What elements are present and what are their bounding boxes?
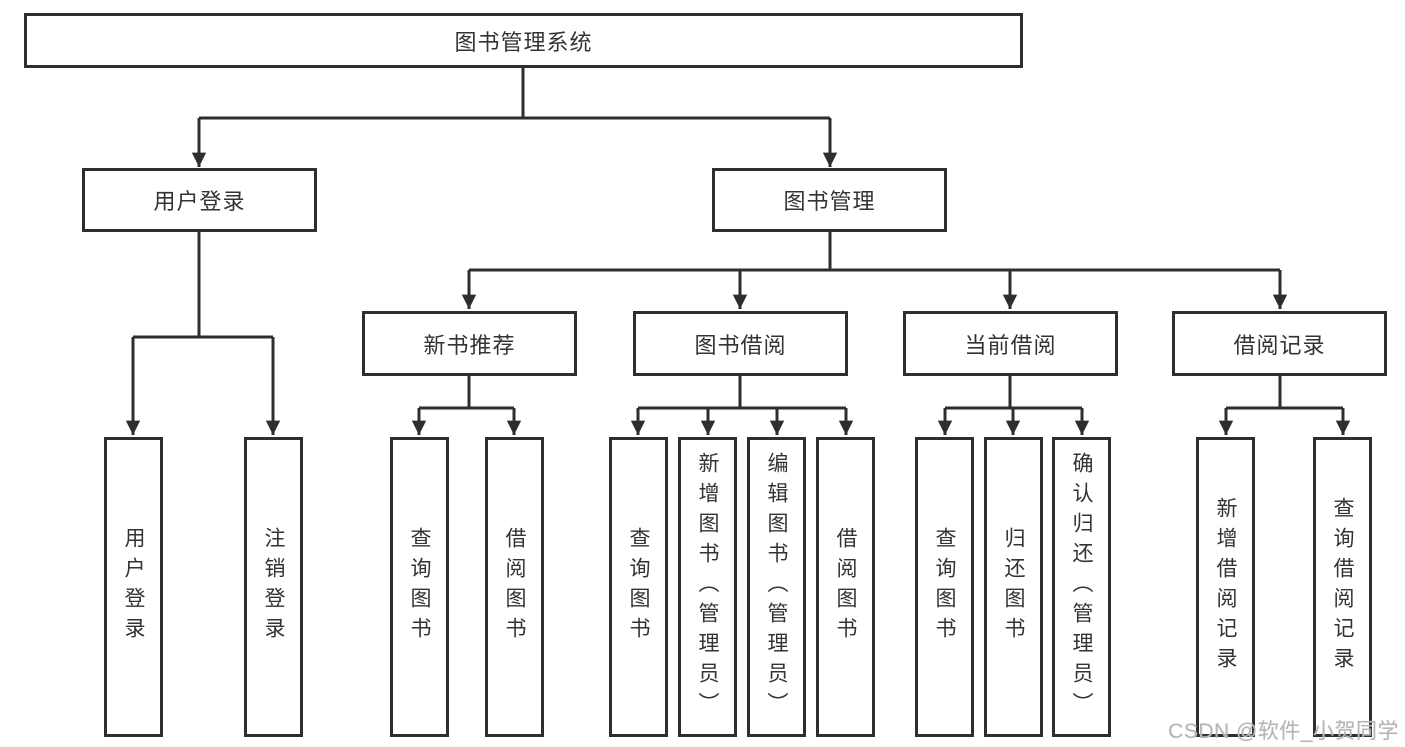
leaf-newrec-query-book: 查询图书 <box>390 437 449 737</box>
leaf-record-add-borrow-record-label: 新增借阅记录 <box>1214 497 1237 677</box>
flow-node-user-login: 用户登录 <box>82 168 317 232</box>
leaf-newrec-borrow-book: 借阅图书 <box>485 437 544 737</box>
leaf-user-login-label: 用户登录 <box>122 527 145 647</box>
leaf-borrow-add-book-admin-label: 新增图书（管理员） <box>696 452 719 722</box>
leaf-borrow-borrow-book: 借阅图书 <box>816 437 875 737</box>
flow-node-book-management: 图书管理 <box>712 168 947 232</box>
flow-node-book-borrow: 图书借阅 <box>633 311 848 376</box>
flow-node-user-login-label: 用户登录 <box>153 189 246 214</box>
flow-node-book-management-label: 图书管理 <box>783 189 876 214</box>
leaf-current-query-book-label: 查询图书 <box>933 527 956 647</box>
leaf-borrow-edit-book-admin-label: 编辑图书（管理员） <box>765 452 788 722</box>
leaf-current-confirm-return-admin: 确认归还（管理员） <box>1052 437 1111 737</box>
leaf-current-return-book: 归还图书 <box>984 437 1043 737</box>
leaf-newrec-borrow-book-label: 借阅图书 <box>503 527 526 647</box>
leaf-user-login: 用户登录 <box>104 437 163 737</box>
flow-node-root-label: 图书管理系统 <box>454 29 593 55</box>
leaf-current-query-book: 查询图书 <box>915 437 974 737</box>
leaf-logout-label: 注销登录 <box>262 527 285 647</box>
leaf-borrow-query-book: 查询图书 <box>609 437 668 737</box>
flow-node-root: 图书管理系统 <box>24 13 1023 68</box>
leaf-record-query-borrow-record: 查询借阅记录 <box>1313 437 1372 737</box>
leaf-borrow-edit-book-admin: 编辑图书（管理员） <box>747 437 806 737</box>
leaf-logout: 注销登录 <box>244 437 303 737</box>
leaf-borrow-query-book-label: 查询图书 <box>627 527 650 647</box>
flow-node-current-borrow: 当前借阅 <box>903 311 1118 376</box>
flow-node-borrow-record-label: 借阅记录 <box>1233 332 1326 358</box>
leaf-borrow-borrow-book-label: 借阅图书 <box>834 527 857 647</box>
leaf-record-query-borrow-record-label: 查询借阅记录 <box>1331 497 1354 677</box>
flow-node-current-borrow-label: 当前借阅 <box>964 332 1057 358</box>
watermark: CSDN @软件_小贺同学 <box>1168 720 1399 743</box>
leaf-current-return-book-label: 归还图书 <box>1002 527 1025 647</box>
flow-node-borrow-record: 借阅记录 <box>1172 311 1387 376</box>
flow-node-book-borrow-label: 图书借阅 <box>694 332 787 358</box>
flow-node-new-book-recommend: 新书推荐 <box>362 311 577 376</box>
leaf-newrec-query-book-label: 查询图书 <box>408 527 431 647</box>
leaf-current-confirm-return-admin-label: 确认归还（管理员） <box>1070 452 1093 722</box>
leaf-borrow-add-book-admin: 新增图书（管理员） <box>678 437 737 737</box>
leaf-record-add-borrow-record: 新增借阅记录 <box>1196 437 1255 737</box>
flow-node-new-book-recommend-label: 新书推荐 <box>423 332 516 358</box>
